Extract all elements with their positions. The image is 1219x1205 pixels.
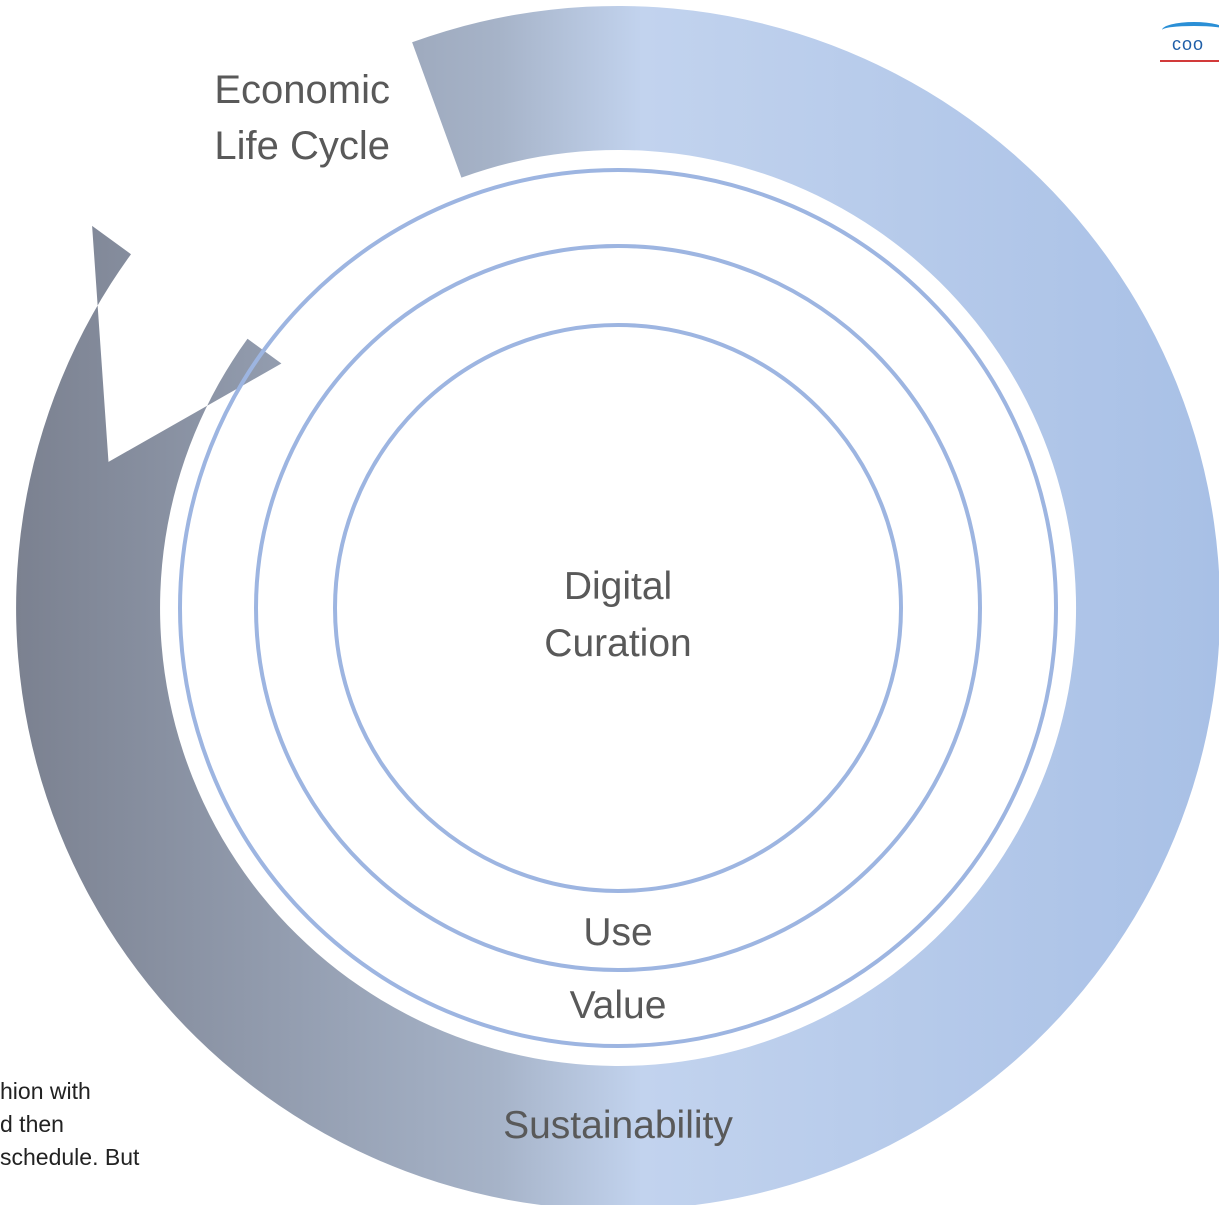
brand-logo: coo <box>1160 22 1219 64</box>
center-label-line1: Digital <box>563 565 673 608</box>
background-text-line: d then <box>0 1111 64 1137</box>
cycle-title-line2: Life Cycle <box>214 124 390 168</box>
logo-text: coo <box>1172 34 1205 54</box>
logo-underline <box>1160 60 1219 62</box>
sustainability-label: Sustainability <box>503 1104 733 1147</box>
middle-ring <box>254 244 982 972</box>
use-ring-label: Use <box>583 911 653 954</box>
background-text-line: schedule. But <box>0 1144 140 1170</box>
logo-arc-icon <box>1162 22 1219 38</box>
inner-ring <box>333 323 903 893</box>
outer-ring <box>178 168 1058 1048</box>
cycle-title-line1: Economic <box>214 68 390 112</box>
value-ring-label: Value <box>569 984 667 1027</box>
background-text-line: hion with <box>0 1078 91 1104</box>
center-label-line2: Curation <box>544 622 692 665</box>
inner-rings <box>178 168 1058 1048</box>
